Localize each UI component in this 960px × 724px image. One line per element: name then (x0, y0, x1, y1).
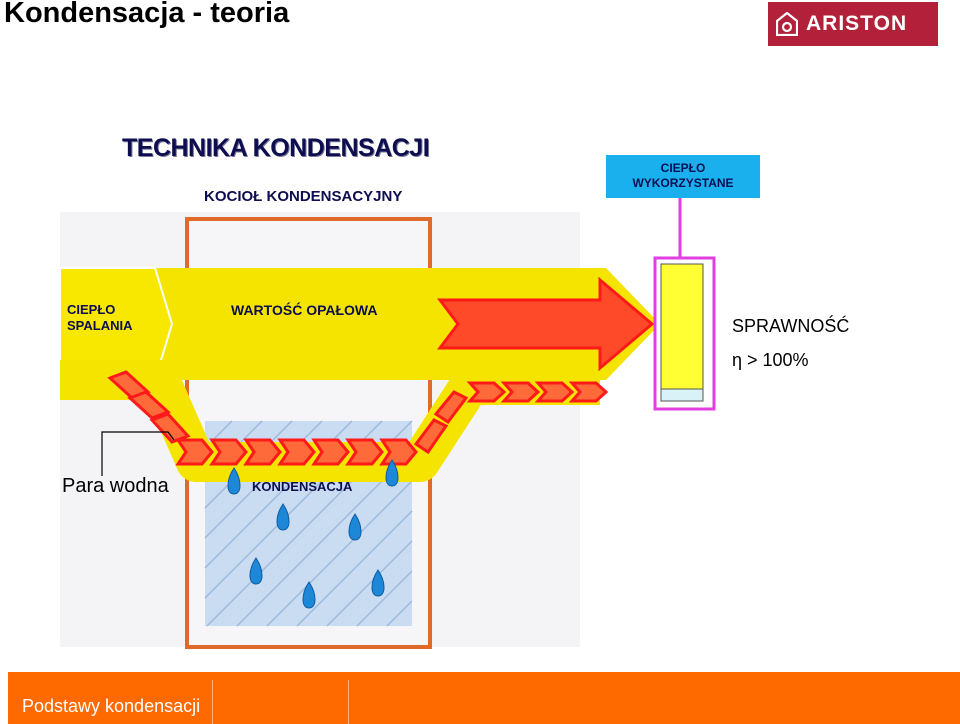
droplet-icon (385, 459, 399, 487)
logo-text: ARISTON (806, 12, 908, 35)
used-heat-line2: WYKORZYSTANE (632, 176, 734, 190)
heat-flow-band (60, 268, 660, 380)
droplet-icon (249, 557, 263, 585)
droplet-icon (371, 569, 385, 597)
droplet-icon (276, 503, 290, 531)
steam-leader-line (101, 431, 175, 476)
diagram-title: TECHNIKA KONDENSACJI (122, 134, 430, 162)
steam-flow-chevrons (107, 370, 609, 466)
calorific-value-label: WARTOŚĆ OPAŁOWA (231, 302, 378, 318)
footer-bar: Podstawy kondensacji (8, 672, 960, 724)
combustion-heat-line2: SPALANIA (67, 318, 133, 333)
boiler-label: KOCIOŁ KONDENSACYJNY (204, 188, 403, 205)
efficiency-value: η > 100% (732, 350, 809, 370)
droplet-icon (227, 467, 241, 495)
footer-text: Podstawy kondensacji (22, 696, 201, 716)
house-icon (776, 12, 798, 36)
condensate-droplets (227, 459, 399, 609)
efficiency-tank-base (660, 388, 704, 402)
slide-title: Kondensacja - teoria (4, 0, 290, 29)
combustion-heat-label: CIEPŁO SPALANIA (67, 302, 132, 334)
droplet-icon (302, 581, 316, 609)
droplet-icon (348, 513, 362, 541)
combustion-heat-line1: CIEPŁO (67, 302, 116, 317)
footer-divider (348, 680, 349, 724)
efficiency-label: SPRAWNOŚĆ (732, 316, 850, 336)
efficiency-tank-fill (660, 263, 704, 390)
footer-divider (212, 680, 213, 724)
used-heat-box: CIEPŁO WYKORZYSTANE (606, 155, 760, 198)
ariston-logo: ARISTON (768, 2, 938, 46)
steam-label: Para wodna (62, 475, 169, 497)
used-heat-line1: CIEPŁO (660, 161, 706, 175)
condensation-label: KONDENSACJA (252, 479, 353, 494)
calorific-value-arrow (437, 276, 655, 372)
